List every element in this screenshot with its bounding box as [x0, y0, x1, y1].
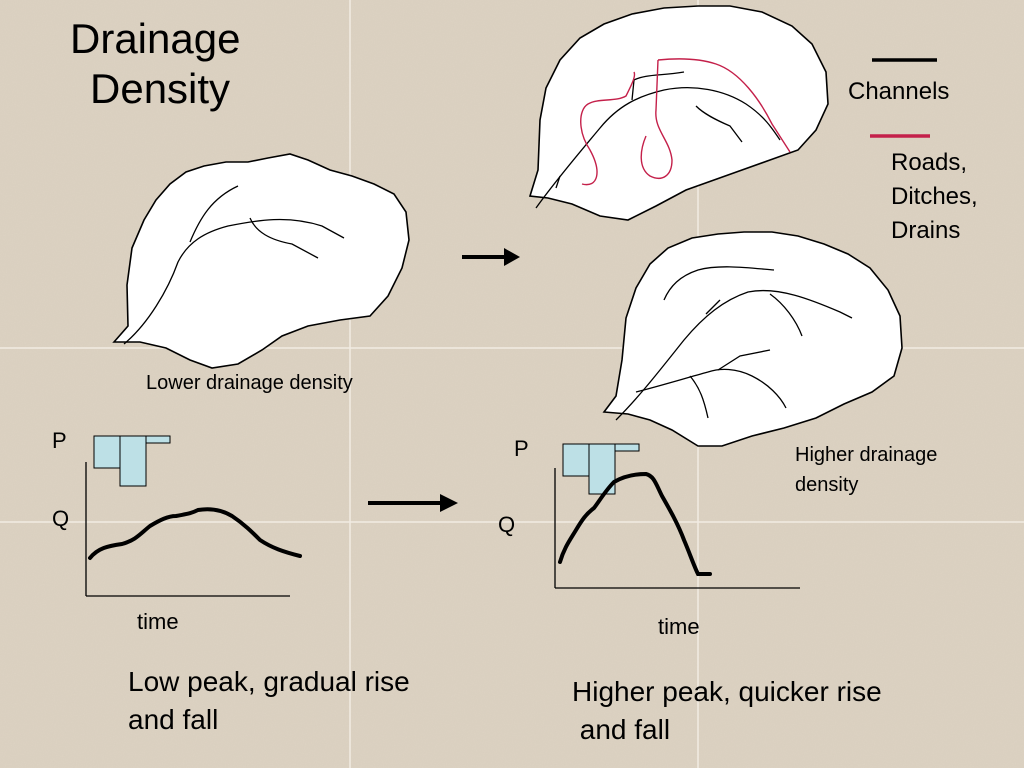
watershed-roads-outline: [528, 5, 829, 221]
hydrograph-right: [554, 443, 800, 589]
channels-lower: [123, 185, 345, 345]
page-title: Drainage Density: [70, 14, 240, 114]
caption-higher-line-2: density: [795, 474, 859, 496]
rain-bar-right-1: [562, 443, 590, 477]
hydrograph-left-p-label: P: [52, 428, 67, 453]
watershed-higher-outline: [602, 231, 903, 447]
roads-ditches-drains: [580, 58, 791, 186]
description-right-line-1: Higher peak, quicker rise: [572, 676, 882, 707]
rain-bar-left-1: [93, 435, 121, 469]
description-left-line-1: Low peak, gradual rise: [128, 666, 410, 697]
description-right: Higher peak, quicker rise and fall: [572, 673, 882, 749]
watershed-lower-outline: [112, 153, 410, 369]
description-right-line-2: and fall: [572, 714, 671, 745]
hydrograph-curve-right: [558, 471, 712, 576]
channels-higher: [615, 266, 853, 421]
caption-lower-density: Lower drainage density: [146, 372, 353, 394]
caption-higher-density: Higher drainage density: [795, 440, 937, 500]
rain-bar-right-3: [614, 443, 640, 452]
rain-bar-left-2: [119, 435, 147, 487]
rain-bar-left-3: [145, 435, 171, 444]
title-line-1: Drainage: [70, 15, 241, 62]
legend-channels-label: Channels: [848, 78, 950, 105]
hydrograph-left-q-label: Q: [52, 506, 70, 531]
legend-roads-line-1: Roads,: [891, 149, 968, 176]
caption-higher-line-1: Higher drainage: [795, 444, 938, 466]
arrow-right-icon: [368, 494, 458, 512]
description-left: Low peak, gradual rise and fall: [128, 663, 410, 739]
hydrograph-left-time-label: time: [137, 609, 179, 634]
arrow-right-icon: [462, 248, 520, 266]
hydrograph-curve-left: [88, 507, 302, 560]
description-left-line-2: and fall: [128, 704, 219, 735]
hydrograph-right-time-label: time: [658, 614, 700, 639]
title-line-2: Density: [90, 65, 231, 112]
watershed-with-roads: [528, 5, 829, 221]
hydrograph-left: [85, 435, 302, 597]
legend-roads-line-3: Drains: [891, 217, 961, 244]
hydrograph-right-q-label: Q: [498, 512, 516, 537]
hydrograph-right-p-label: P: [514, 436, 529, 461]
legend-roads-label: Roads, Ditches, Drains: [891, 146, 978, 248]
legend-roads-line-2: Ditches,: [891, 183, 978, 210]
watershed-lower-density: [112, 153, 410, 369]
watershed-higher-density: [602, 231, 903, 447]
